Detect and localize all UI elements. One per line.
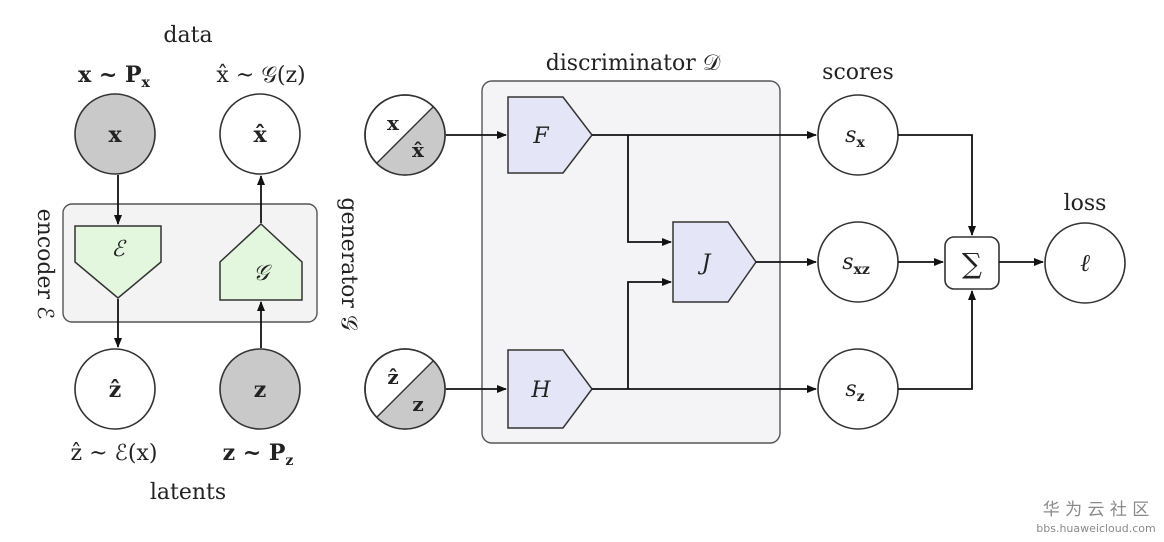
score-z-label: sz bbox=[845, 377, 864, 405]
loss-node-label: ℓ bbox=[1080, 249, 1090, 277]
f-block bbox=[507, 96, 593, 174]
data-label: data bbox=[163, 23, 212, 48]
h-block bbox=[507, 349, 593, 429]
watermark-brand: 华 为 云 社 区 bbox=[1043, 500, 1150, 520]
x-node bbox=[74, 93, 156, 175]
input-top-node: x x̂ bbox=[364, 94, 446, 176]
j-block-label: J bbox=[698, 251, 712, 276]
encoder-block-label: ℰ bbox=[111, 237, 127, 262]
sum-box bbox=[944, 236, 1000, 290]
h-block-label: H bbox=[530, 378, 551, 403]
arrow-score-z-to-sum bbox=[898, 290, 976, 390]
x-hat-node bbox=[219, 93, 301, 175]
x-distribution-label: x ~ Px bbox=[78, 62, 150, 91]
score-xz-label: sxz bbox=[842, 250, 870, 278]
z-distribution-label: z ~ Pz bbox=[223, 440, 294, 469]
input-top-upper: x bbox=[387, 111, 400, 135]
z-hat-node bbox=[74, 348, 156, 430]
x-hat-distribution-label: x̂ ~ 𝒢(z) bbox=[216, 63, 305, 88]
encoder-side-label: encoder ℰ bbox=[32, 209, 57, 320]
latents-label: latents bbox=[150, 480, 226, 505]
j-block bbox=[672, 221, 757, 303]
watermark-url: bbs.huaweicloud.com bbox=[1036, 522, 1155, 535]
arrow-h-to-j bbox=[627, 278, 672, 389]
generator-block bbox=[219, 222, 303, 301]
arrow-score-x-to-sum bbox=[898, 134, 976, 236]
score-x-label: sx bbox=[845, 123, 865, 151]
z-node-label: z bbox=[254, 377, 267, 403]
encoder-block bbox=[74, 225, 162, 299]
scores-label: scores bbox=[822, 60, 894, 85]
input-bottom-upper: ẑ bbox=[387, 365, 398, 389]
input-top-lower: x̂ bbox=[412, 138, 425, 162]
z-hat-distribution-label: ẑ ~ ℰ(x) bbox=[71, 441, 158, 466]
discriminator-label: discriminator 𝒟 bbox=[546, 51, 721, 76]
x-node-label: x bbox=[108, 122, 122, 148]
x-hat-node-label: x̂ bbox=[253, 122, 267, 148]
sum-symbol: ∑ bbox=[962, 247, 982, 280]
input-bottom-lower: z bbox=[412, 392, 423, 416]
loss-label: loss bbox=[1064, 191, 1107, 216]
z-node bbox=[219, 348, 301, 430]
z-hat-node-label: ẑ bbox=[109, 377, 122, 403]
f-block-label: F bbox=[532, 124, 549, 149]
generator-side-label: generator 𝒢 bbox=[336, 197, 361, 331]
input-bottom-node: ẑ z bbox=[364, 348, 446, 430]
loss-node bbox=[1044, 222, 1126, 304]
generator-block-label: 𝒢 bbox=[253, 261, 272, 286]
arrow-f-to-j bbox=[627, 135, 672, 246]
